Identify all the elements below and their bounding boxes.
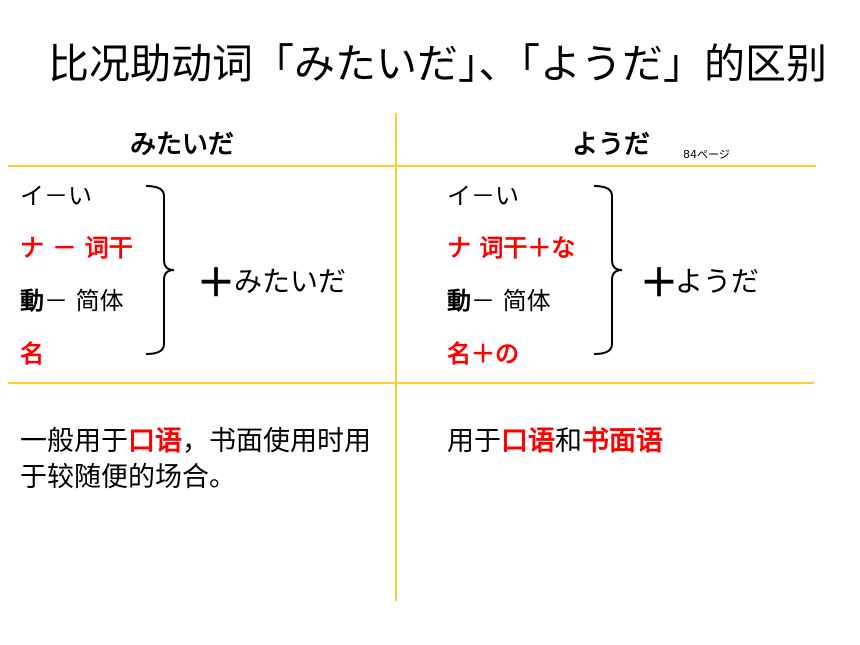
right-brace-icon bbox=[593, 185, 623, 355]
verb-label: 動 bbox=[447, 287, 471, 315]
right-plus-sign: ＋ bbox=[640, 261, 679, 305]
note-text: 和 bbox=[555, 426, 582, 457]
note-text: 用于 bbox=[447, 426, 501, 457]
note-text: ，书面使用时用于较随便的场合。 bbox=[20, 426, 371, 493]
left-column-header: みたいだ bbox=[130, 130, 235, 160]
left-row-i-adjective: イ－い bbox=[20, 182, 92, 210]
left-row-verb: 動－ 简体 bbox=[20, 281, 124, 316]
horizontal-divider-top bbox=[8, 165, 816, 167]
left-usage-note: 一般用于口语，书面使用时用于较随便的场合。 bbox=[20, 424, 380, 496]
right-result: ようだ bbox=[675, 265, 760, 298]
note-highlight: 口语 bbox=[501, 426, 555, 457]
left-row-noun: 名 bbox=[20, 340, 44, 368]
right-row-noun: 名＋の bbox=[447, 340, 519, 368]
vertical-divider bbox=[395, 113, 397, 601]
page-reference: 84ページ bbox=[683, 148, 730, 161]
left-plus-sign: ＋ bbox=[197, 261, 236, 305]
right-row-na-adjective: ナ 词干＋な bbox=[447, 234, 576, 262]
right-row-verb: 動－ 简体 bbox=[447, 281, 551, 316]
left-row-na-adjective: ナ － 词干 bbox=[20, 234, 133, 262]
verb-label: 動 bbox=[20, 287, 44, 315]
note-text: 一般用于 bbox=[20, 426, 128, 457]
page-title: 比况助动词「みたいだ」、「ようだ」的区别 bbox=[48, 40, 827, 88]
right-column-header: ようだ bbox=[572, 130, 651, 160]
note-highlight: 书面语 bbox=[582, 426, 663, 457]
horizontal-divider-middle bbox=[8, 382, 814, 384]
verb-form: － 简体 bbox=[471, 287, 551, 315]
left-result: みたいだ bbox=[234, 265, 347, 298]
left-brace-icon bbox=[145, 185, 175, 355]
verb-form: － 简体 bbox=[44, 287, 124, 315]
note-highlight: 口语 bbox=[128, 426, 182, 457]
right-usage-note: 用于口语和书面语 bbox=[447, 424, 807, 460]
right-row-i-adjective: イ－い bbox=[447, 182, 519, 210]
